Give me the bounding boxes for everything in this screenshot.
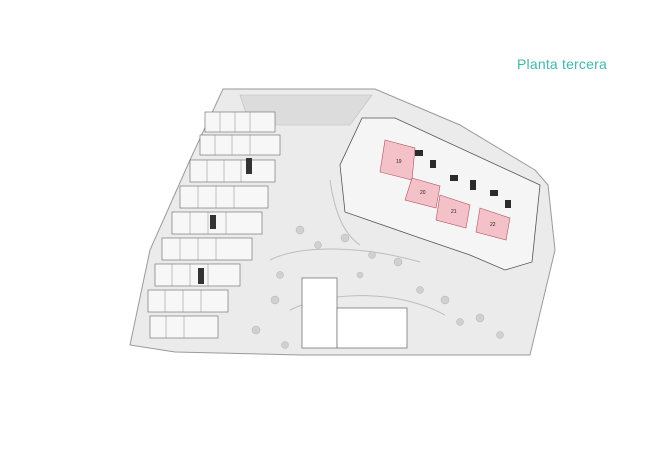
townhouse-block [147, 111, 281, 339]
plan-title: Planta tercera [517, 56, 607, 72]
unit-label-20: 20 [420, 190, 426, 196]
pool [301, 277, 338, 349]
unit-21 [435, 194, 471, 229]
unit-22 [475, 207, 511, 241]
unit-label-19: 19 [396, 159, 402, 165]
pool-deck [336, 307, 408, 349]
townhouse-dividers [164, 112, 251, 338]
stair-marks [198, 158, 252, 284]
unit-label-22: 22 [490, 222, 496, 228]
unit-label-21: 21 [451, 209, 457, 215]
highlighted-units [379, 139, 511, 241]
unit-20 [404, 177, 441, 209]
apartment-cores [415, 150, 511, 208]
trees [251, 225, 504, 349]
